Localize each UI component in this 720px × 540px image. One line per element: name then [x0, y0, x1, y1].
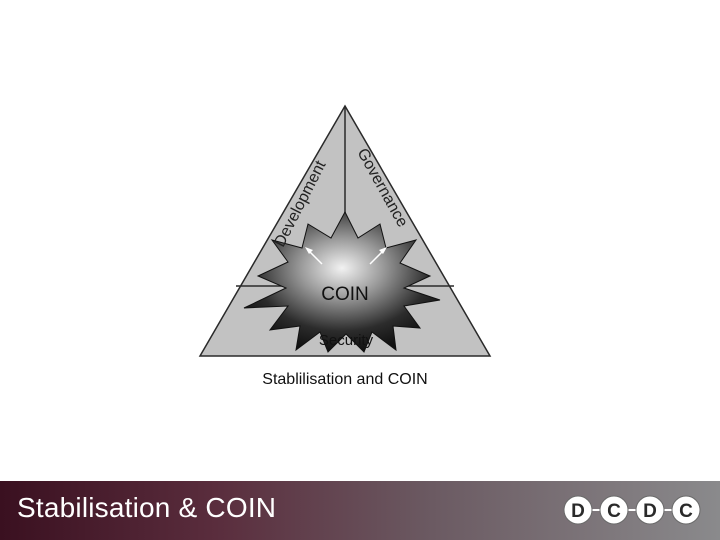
- footer-bar: Stabilisation & COIN D C D C: [0, 481, 720, 540]
- coin-burst: [243, 210, 441, 353]
- svg-text:C: C: [607, 501, 621, 522]
- left-arrow-head: [305, 247, 313, 254]
- diagram-caption: Stablilisation and COIN: [262, 371, 427, 388]
- svg-text:D: D: [643, 501, 657, 522]
- svg-text:C: C: [679, 501, 693, 522]
- coin-label: COIN: [321, 284, 369, 305]
- logo-letter-3: D: [635, 495, 665, 525]
- diagram: Development Governance COIN Security Sta…: [198, 104, 492, 388]
- logo-letter-2: C: [599, 495, 629, 525]
- left-arrow: [308, 250, 323, 265]
- slide-canvas: Development Governance COIN Security Sta…: [198, 104, 492, 388]
- security-label: Security: [319, 332, 374, 349]
- logo-letter-4: C: [671, 495, 701, 525]
- dcdc-logo: D C D C: [563, 495, 701, 525]
- footer-title: Stabilisation & COIN: [17, 492, 277, 523]
- logo-letter-1: D: [563, 495, 593, 525]
- svg-text:D: D: [571, 501, 585, 522]
- right-arrow: [369, 250, 384, 265]
- right-arrow-head: [379, 247, 387, 254]
